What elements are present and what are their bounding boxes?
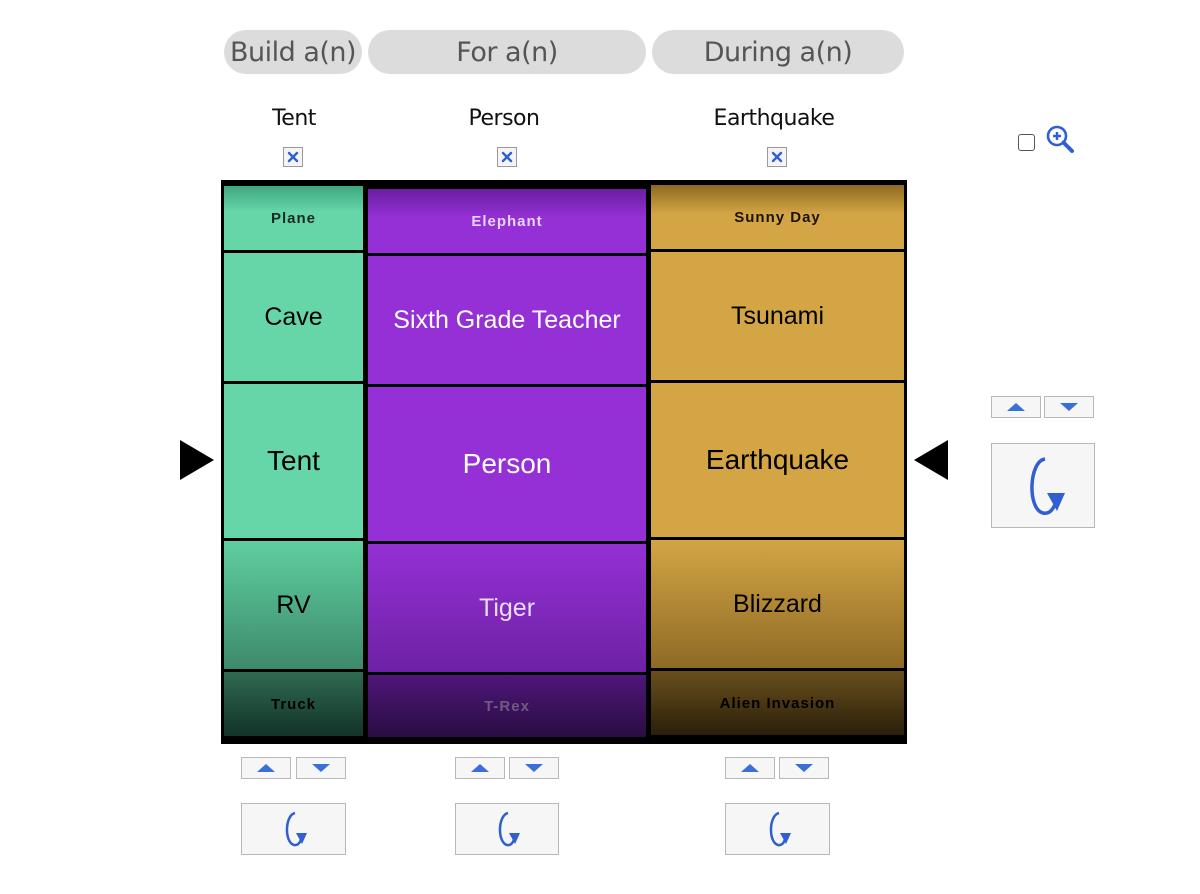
x-close-icon bbox=[771, 151, 783, 163]
build-down-button[interactable] bbox=[296, 757, 346, 779]
spin-arrow-icon bbox=[769, 811, 791, 847]
for-spin-button[interactable] bbox=[455, 803, 559, 855]
spin-arrow-icon bbox=[1030, 456, 1065, 515]
selected-value-for: Person bbox=[468, 106, 540, 131]
reel-build[interactable]: Plane Cave Tent RV Truck bbox=[224, 180, 363, 744]
triangle-down-icon bbox=[312, 764, 330, 772]
column-header-build: Build a(n) bbox=[224, 30, 362, 74]
reel-item: Plane bbox=[224, 186, 363, 250]
pointer-left-icon bbox=[914, 440, 948, 480]
lock-build-checkbox[interactable] bbox=[283, 147, 303, 167]
reel-item: Elephant bbox=[368, 189, 646, 253]
triangle-up-icon bbox=[471, 764, 489, 772]
spin-all-up-button[interactable] bbox=[991, 396, 1041, 418]
reel-item: RV bbox=[224, 541, 363, 669]
triangle-up-icon bbox=[257, 764, 275, 772]
build-up-button[interactable] bbox=[241, 757, 291, 779]
reel-item: Sixth Grade Teacher bbox=[368, 256, 646, 384]
slot-machine-frame: Plane Cave Tent RV Truck Elephant Sixth … bbox=[221, 180, 907, 744]
spin-all-button[interactable] bbox=[991, 443, 1095, 528]
zoom-in-icon[interactable] bbox=[1045, 124, 1075, 154]
during-spin-button[interactable] bbox=[725, 803, 830, 855]
reel-item-selected: Earthquake bbox=[651, 383, 904, 537]
reel-item: Tsunami bbox=[651, 252, 904, 380]
triangle-up-icon bbox=[741, 764, 759, 772]
for-down-button[interactable] bbox=[509, 757, 559, 779]
reel-item-selected: Tent bbox=[224, 384, 363, 538]
reel-item: Cave bbox=[224, 253, 363, 381]
column-header-for: For a(n) bbox=[368, 30, 646, 74]
x-close-icon bbox=[287, 151, 299, 163]
build-spin-button[interactable] bbox=[241, 803, 346, 855]
triangle-down-icon bbox=[795, 764, 813, 772]
reel-item: T-Rex bbox=[368, 675, 646, 737]
reel-item: Sunny Day bbox=[651, 185, 904, 249]
pointer-right-icon bbox=[180, 440, 214, 480]
zoom-checkbox[interactable] bbox=[1018, 134, 1035, 151]
selected-value-during: Earthquake bbox=[713, 106, 835, 131]
reel-item: Tiger bbox=[368, 544, 646, 672]
triangle-down-icon bbox=[525, 764, 543, 772]
spin-all-down-button[interactable] bbox=[1044, 396, 1094, 418]
reel-for[interactable]: Elephant Sixth Grade Teacher Person Tige… bbox=[368, 180, 646, 744]
selected-value-build: Tent bbox=[272, 106, 316, 131]
during-up-button[interactable] bbox=[725, 757, 775, 779]
spin-arrow-icon bbox=[498, 811, 520, 847]
x-close-icon bbox=[501, 151, 513, 163]
reel-item: Alien Invasion bbox=[651, 671, 904, 735]
column-header-during: During a(n) bbox=[652, 30, 904, 74]
spin-arrow-icon bbox=[285, 811, 307, 847]
reel-item: Blizzard bbox=[651, 540, 904, 668]
triangle-down-icon bbox=[1060, 403, 1078, 411]
lock-during-checkbox[interactable] bbox=[767, 147, 787, 167]
during-down-button[interactable] bbox=[779, 757, 829, 779]
triangle-up-icon bbox=[1007, 403, 1025, 411]
lock-for-checkbox[interactable] bbox=[497, 147, 517, 167]
reel-item: Truck bbox=[224, 672, 363, 736]
for-up-button[interactable] bbox=[455, 757, 505, 779]
reel-during[interactable]: Sunny Day Tsunami Earthquake Blizzard Al… bbox=[651, 180, 904, 744]
reel-item-selected: Person bbox=[368, 387, 646, 541]
